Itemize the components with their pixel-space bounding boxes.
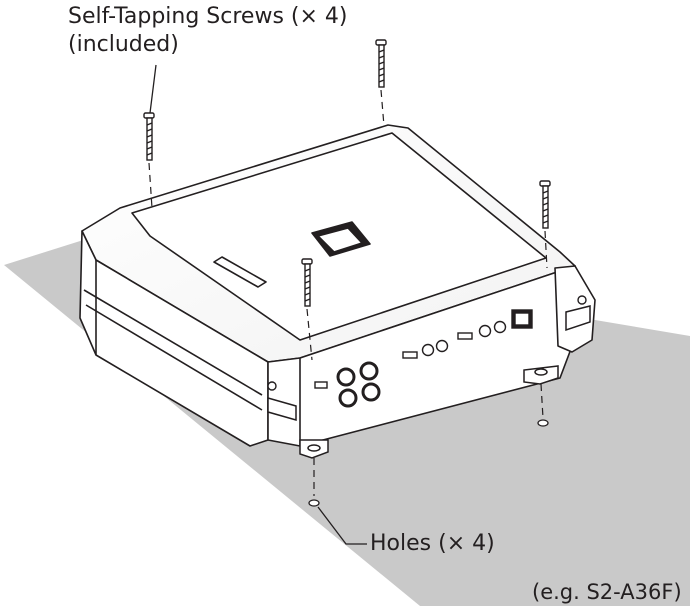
holes [308,419,549,507]
holes-label: Holes (× 4) [370,531,495,556]
front-connectors [267,295,587,408]
screws [143,39,551,307]
screw-top [375,39,387,88]
hole-right [537,419,549,427]
screws-label: Self-Tapping Screws (× 4) [68,4,348,29]
screw-right [539,180,551,229]
top-slot [213,256,267,288]
hole-front [308,499,320,507]
screws-included-label: (included) [68,32,179,57]
alignment-lines [148,89,548,496]
screw-front [301,258,313,307]
leader-lines [149,64,367,545]
screw-left [143,112,155,161]
model-example-note: (e.g. S2-A36F) [532,580,682,604]
mounting-feet [267,305,591,459]
